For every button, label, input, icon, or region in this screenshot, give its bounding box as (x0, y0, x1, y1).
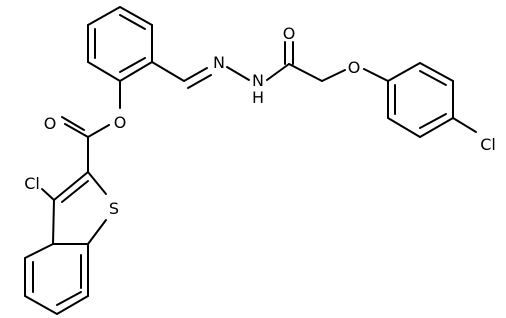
atom-labels: O O O O N N H Cl Cl S (24, 24, 496, 218)
bond (87, 61, 121, 82)
bond (387, 117, 421, 138)
bond (363, 68, 389, 82)
bond (288, 63, 323, 82)
bond (41, 188, 55, 201)
atom-label-nitrogen: N (213, 53, 225, 72)
atom-label-oxygen: O (44, 114, 57, 133)
atom-label-chlorine: Cl (480, 135, 496, 154)
bond (119, 61, 153, 82)
bond-inner (56, 291, 82, 306)
bond (52, 199, 55, 245)
bond (24, 295, 58, 315)
atom-label-oxygen: O (348, 58, 361, 77)
bond-inner (61, 180, 89, 203)
atom-label-oxygen: O (283, 24, 296, 43)
bond (56, 295, 89, 315)
bond-inner (419, 113, 447, 129)
bond-double (187, 74, 212, 89)
bond (419, 62, 454, 82)
bond (87, 171, 107, 195)
bond-inner (119, 57, 146, 73)
atom-label-sulfur: S (109, 199, 119, 218)
bond (419, 117, 454, 138)
bond (119, 6, 153, 26)
bond (183, 67, 208, 82)
bond (87, 6, 121, 26)
bond-inner (119, 14, 146, 30)
bond (321, 69, 346, 82)
bond-inner (419, 70, 447, 86)
atom-label-oxygen: O (114, 113, 127, 132)
atom-label-nitrogen: N (252, 71, 264, 90)
bonds (24, 6, 477, 315)
bond (87, 219, 107, 245)
bond (24, 243, 54, 259)
bond (226, 66, 250, 81)
bond (266, 63, 290, 81)
bond (53, 171, 89, 201)
bond (61, 116, 85, 131)
bond (64, 123, 89, 138)
atom-label-hydrogen: H (252, 88, 264, 107)
bond (387, 62, 421, 82)
bond (151, 61, 185, 82)
bond (452, 117, 477, 133)
bond (87, 124, 110, 138)
atom-label-chlorine: Cl (24, 174, 40, 193)
